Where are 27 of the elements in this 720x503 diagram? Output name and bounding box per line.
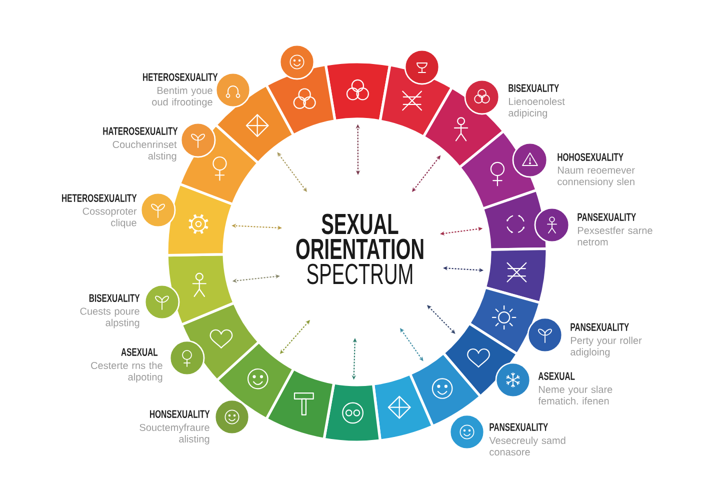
description: Pexsestfer sarne netrom	[578, 226, 652, 246]
label-heading: PANSEXUALITY	[578, 213, 636, 221]
double-arrow	[427, 305, 456, 334]
label-heading: BISEXUALITY	[508, 84, 559, 92]
label-heading: PANSEXUALITY	[490, 423, 548, 431]
label-heading: HETEROSEXUALITY	[143, 73, 218, 81]
description: Cuests poure alpsting	[80, 308, 140, 328]
description: Bentim youe oud ifrootinge	[152, 86, 212, 108]
label-heading: BISEXUALITY	[89, 294, 140, 302]
description: Souctemyfraure alisting	[140, 424, 210, 444]
description: Couchenrinset alsting	[112, 140, 177, 162]
label-heading: HOHOSEXUALITY	[558, 153, 624, 161]
label-heading: HONSEXUALITY	[150, 410, 210, 418]
description: Cesterte rns the alpoting	[91, 362, 162, 382]
title: SEXUAL ORIENTATION SPECTRUM	[296, 214, 424, 284]
description: Perty your roller adigloing	[570, 336, 642, 358]
double-arrow	[277, 152, 307, 192]
label-heading: HATEROSEXUALITY	[103, 127, 178, 135]
description: Naum reoemever connensiony slen	[558, 166, 635, 188]
label-heading: PANSEXUALITY	[570, 323, 629, 331]
description: Vesecreuly samd conasore	[489, 436, 566, 456]
description: Lienoenolest adipicing	[508, 98, 565, 118]
description: Cossoproter clique	[82, 208, 137, 228]
description: Neme your slare fematich. ifenen	[538, 386, 612, 405]
label-heading: ASEXUAL	[538, 372, 575, 380]
label-heading: ASEXUAL	[121, 348, 158, 356]
label-heading: HETEROSEXUALITY	[62, 194, 137, 202]
